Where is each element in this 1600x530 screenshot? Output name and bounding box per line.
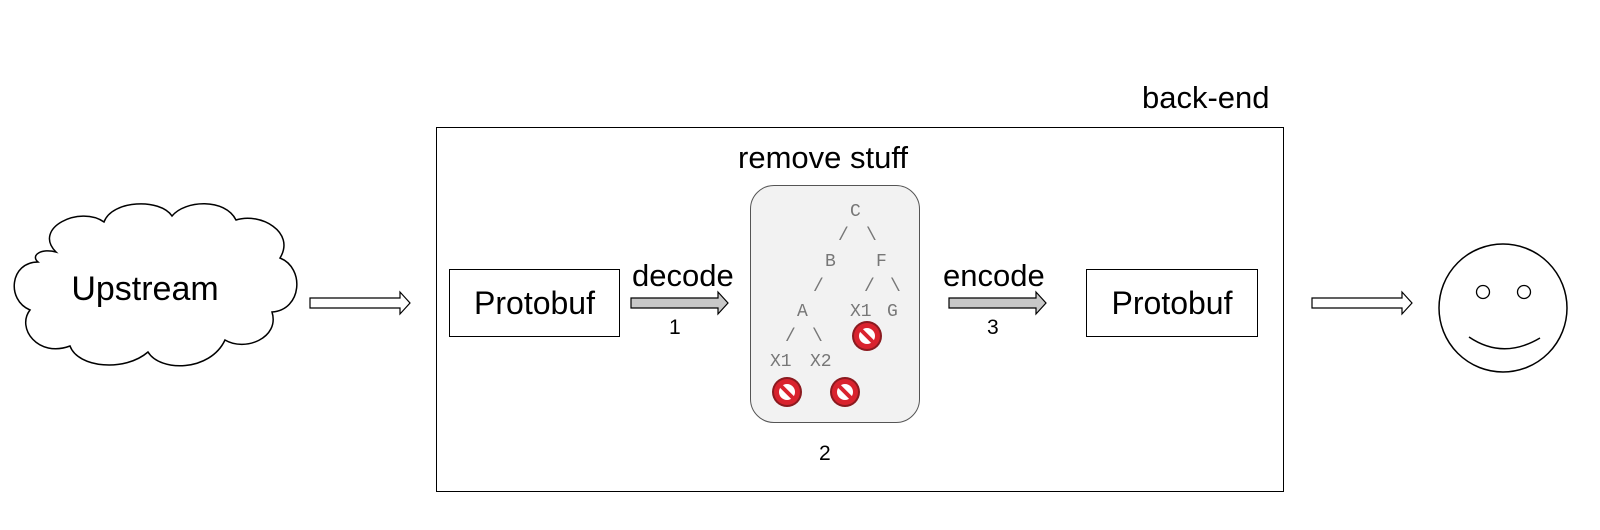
tree-node-g: G	[887, 302, 898, 322]
decode-arrow	[630, 290, 729, 316]
tree-edge: /	[785, 327, 796, 347]
backend-container	[436, 127, 1284, 492]
backend-title: back-end	[1142, 80, 1270, 115]
tree-node-a: A	[797, 302, 808, 322]
protobuf-output-box: Protobuf	[1086, 269, 1258, 337]
flow-arrow-out	[1311, 290, 1413, 316]
tree-node-x1-removed: X1	[770, 352, 792, 372]
smiley-face-icon	[1438, 243, 1568, 373]
tree-node-c: C	[850, 202, 861, 222]
step-number-decode: 1	[669, 316, 681, 339]
decode-label: decode	[632, 258, 734, 293]
cloud-icon	[13, 203, 298, 367]
step-number-remove: 2	[819, 442, 831, 465]
protobuf-input-box: Protobuf	[449, 269, 620, 337]
tree-edge: /	[813, 277, 824, 297]
encode-label: encode	[943, 258, 1045, 293]
tree-node-x1-removed: X1	[850, 302, 872, 322]
upstream-label: Upstream	[71, 270, 219, 308]
protobuf-input-label: Protobuf	[474, 284, 595, 321]
tree-edge: \	[866, 226, 877, 246]
encode-arrow	[948, 290, 1047, 316]
tree-edge: \	[890, 277, 901, 297]
tree-node-x2-removed: X2	[810, 352, 832, 372]
tree-edge: \	[812, 327, 823, 347]
tree-node-b: B	[825, 252, 836, 272]
protobuf-output-label: Protobuf	[1111, 284, 1233, 321]
step-number-encode: 3	[987, 316, 999, 339]
flow-arrow-in	[309, 290, 411, 316]
tree-edge: /	[864, 277, 875, 297]
remove-stuff-title: remove stuff	[738, 140, 909, 175]
tree-node-f: F	[876, 252, 887, 272]
tree-edge: /	[838, 226, 849, 246]
